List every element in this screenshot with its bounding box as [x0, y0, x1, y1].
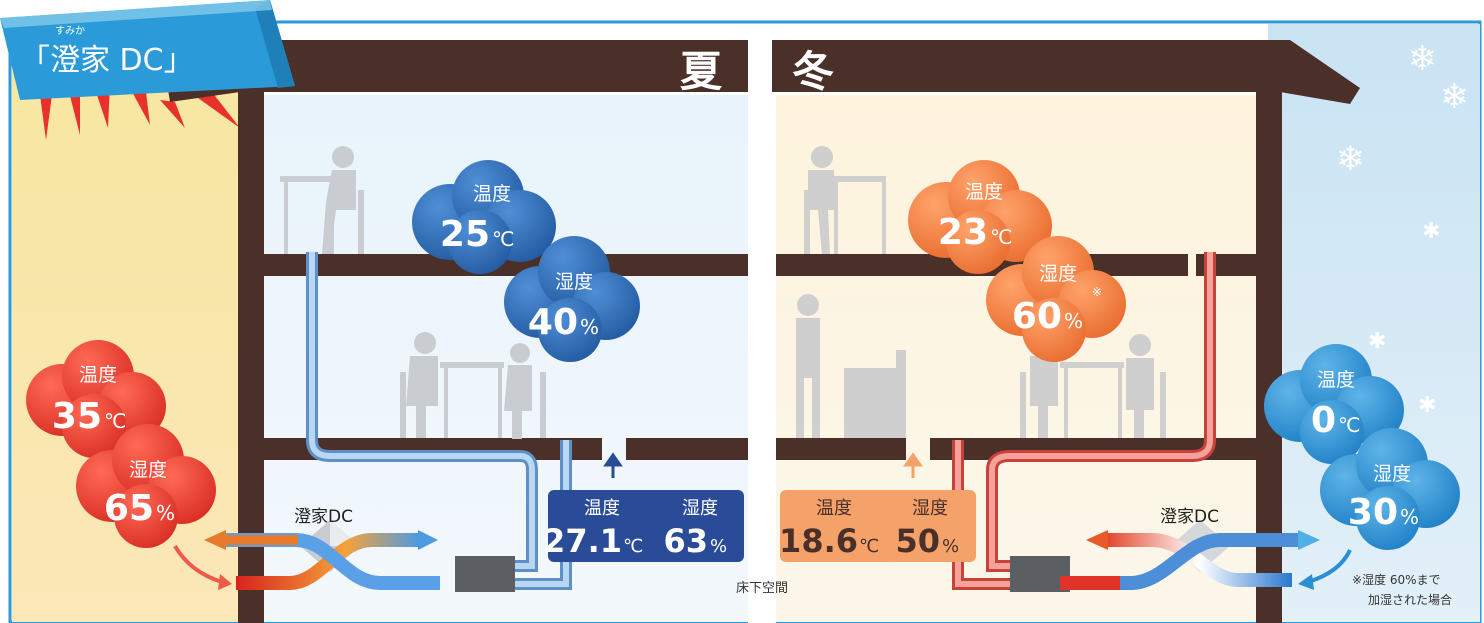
svg-text:35: 35 — [52, 396, 102, 437]
svg-text:0: 0 — [1311, 400, 1336, 441]
svg-text:℃: ℃ — [104, 409, 126, 433]
summer-label: 夏 — [680, 47, 723, 96]
winter-heat-exchanger — [1060, 520, 1352, 590]
svg-text:18.6: 18.6 — [779, 522, 858, 560]
svg-text:30: 30 — [1348, 492, 1398, 533]
summer-supply-box: 温度 湿度 27.1 ℃ 63 % — [543, 490, 744, 562]
svg-text:湿度: 湿度 — [1373, 463, 1411, 485]
svg-text:湿度: 湿度 — [912, 498, 948, 519]
summer-indoor-temp-cloud: 温度 25 ℃ — [412, 160, 556, 274]
svg-text:%: % — [710, 536, 727, 557]
svg-text:23: 23 — [938, 212, 988, 253]
winter-unit-label: 澄家DC — [1160, 507, 1219, 527]
svg-text:湿度: 湿度 — [555, 271, 593, 293]
roof-divider — [748, 40, 772, 98]
svg-text:%: % — [580, 315, 599, 339]
svg-text:温度: 温度 — [584, 498, 620, 519]
winter-ground-floor — [776, 438, 906, 460]
summer-unit-label: 澄家DC — [294, 507, 353, 527]
winter-outdoor-temp-cloud: 温度 0 ℃ — [1264, 344, 1404, 464]
note-mark: ※ — [1092, 285, 1102, 299]
svg-text:60: 60 — [1012, 296, 1062, 337]
svg-text:27.1: 27.1 — [543, 522, 622, 560]
svg-text:40: 40 — [528, 302, 578, 343]
svg-text:℃: ℃ — [1338, 413, 1360, 437]
svg-text:%: % — [156, 501, 175, 525]
snowflake-icon: ❄ — [1408, 39, 1437, 79]
svg-text:℃: ℃ — [859, 536, 879, 557]
svg-text:湿度: 湿度 — [1039, 263, 1077, 285]
svg-text:℃: ℃ — [623, 536, 643, 557]
snowflake-icon: ✱ — [1422, 219, 1440, 244]
svg-text:%: % — [942, 536, 959, 557]
svg-text:温度: 温度 — [473, 183, 511, 205]
svg-text:50: 50 — [895, 522, 940, 560]
snowflakes: ❄ ❄ ❄ ✱ ✱ ✱ — [1336, 39, 1469, 418]
title-ruby: すみか — [55, 25, 85, 37]
svg-text:℃: ℃ — [990, 225, 1012, 249]
underfloor-label: 床下空間 — [736, 581, 788, 596]
winter-supply-box: 温度 湿度 18.6 ℃ 50 % — [779, 490, 976, 562]
svg-text:温度: 温度 — [79, 364, 117, 386]
svg-text:温度: 温度 — [816, 498, 852, 519]
snowflake-icon: ❄ — [1440, 77, 1469, 117]
svg-text:湿度: 湿度 — [682, 498, 718, 519]
snowflake-icon: ✱ — [1368, 329, 1386, 354]
summer-people-silhouettes — [280, 146, 546, 439]
winter-indoor-humidity-cloud: 湿度 60 % ※ — [986, 236, 1126, 362]
summer-outdoor-temp-cloud: 温度 35 ℃ — [26, 340, 166, 458]
snowflake-icon: ✱ — [1418, 393, 1436, 418]
svg-text:25: 25 — [440, 214, 490, 255]
snowflake-icon: ❄ — [1336, 139, 1365, 179]
svg-text:温度: 温度 — [1317, 369, 1355, 391]
svg-text:63: 63 — [663, 522, 708, 560]
svg-text:65: 65 — [104, 488, 154, 529]
svg-text:℃: ℃ — [492, 227, 514, 251]
winter-indoor-temp-cloud: 温度 23 ℃ — [908, 160, 1052, 274]
svg-text:温度: 温度 — [965, 181, 1003, 203]
footnote-line2: 加湿された場合 — [1368, 592, 1452, 607]
footnote-line1: ※湿度 60%まで — [1352, 572, 1441, 587]
winter-vent-arrow — [903, 452, 923, 478]
svg-text:湿度: 湿度 — [129, 459, 167, 481]
summer-outdoor-humidity-cloud: 湿度 65 % — [76, 424, 216, 548]
svg-text:%: % — [1064, 309, 1083, 333]
page-title: 「澄家 DC」 — [20, 43, 194, 78]
title-tab — [0, 0, 295, 100]
summer-vent-arrow — [603, 452, 623, 478]
summer-indoor-humidity-cloud: 湿度 40 % — [504, 236, 640, 362]
summer-unit-box — [455, 556, 515, 592]
svg-text:%: % — [1400, 505, 1419, 529]
center-divider — [748, 95, 776, 623]
winter-label: 冬 — [792, 47, 834, 96]
winter-outdoor-humidity-cloud: 湿度 30 % — [1320, 428, 1460, 550]
summer-heat-exchanger — [173, 520, 440, 590]
